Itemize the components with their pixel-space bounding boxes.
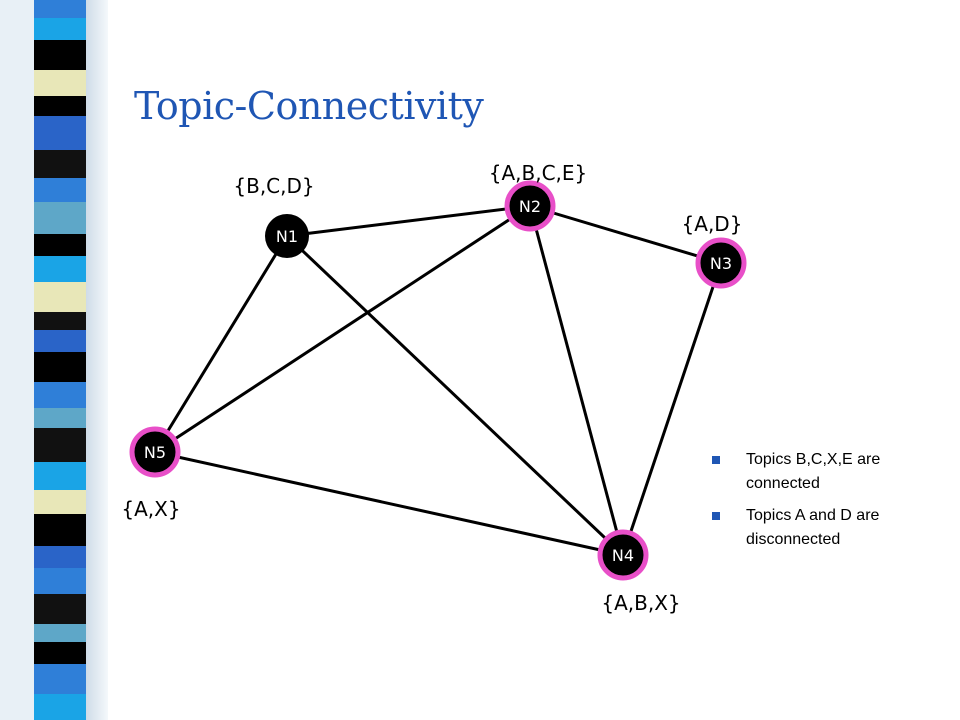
node-circle — [265, 214, 309, 258]
node-n1: N1 — [265, 214, 309, 258]
strip-band — [34, 546, 86, 568]
node-n2: N2 — [504, 180, 556, 232]
strip-band — [34, 234, 86, 256]
strip-band — [34, 0, 86, 18]
edge-n2-n5 — [154, 204, 531, 454]
strip-band — [34, 282, 86, 312]
bullet-item-connected: Topics B,C,X,E are connected — [712, 448, 947, 496]
strip-band — [34, 624, 86, 642]
strip-band — [34, 202, 86, 234]
decorative-strip — [0, 0, 108, 720]
topic-set-n2: {A,B,C,E} — [489, 161, 588, 185]
edge-n2-n4 — [528, 205, 625, 556]
strip-shadow — [86, 0, 108, 720]
strip-band — [34, 514, 86, 546]
edge-n1-n2 — [286, 204, 531, 238]
bullet-text: Topics A and D are disconnected — [746, 507, 880, 548]
strip-band — [34, 642, 86, 664]
strip-band — [34, 490, 86, 514]
bullet-list: Topics B,C,X,E are connected Topics A an… — [712, 448, 947, 560]
edge-n3-n4 — [621, 262, 723, 556]
node-label: N3 — [710, 254, 732, 273]
strip-band — [34, 428, 86, 462]
node-circle — [597, 529, 649, 581]
node-label: N4 — [612, 546, 634, 565]
strip-band — [34, 408, 86, 428]
square-bullet-icon — [712, 456, 720, 464]
strip-band — [34, 178, 86, 202]
node-n3: N3 — [695, 237, 747, 289]
strip-band — [34, 116, 86, 150]
node-label: N2 — [519, 197, 541, 216]
strip-band — [34, 382, 86, 408]
edge-n1-n4 — [285, 234, 625, 557]
strip-band — [34, 568, 86, 594]
node-circle — [504, 180, 556, 232]
strip-band — [34, 330, 86, 352]
slide-title: Topic-Connectivity — [134, 84, 484, 128]
edge-n1-n5 — [153, 235, 289, 453]
strip-band — [34, 150, 86, 178]
bullet-item-disconnected: Topics A and D are disconnected — [712, 504, 947, 552]
topic-set-n1: {B,C,D} — [233, 174, 314, 198]
node-circle — [695, 237, 747, 289]
square-bullet-icon — [712, 512, 720, 520]
strip-band — [34, 352, 86, 382]
node-circle — [129, 426, 181, 478]
topic-sets: {B,C,D} {A,B,C,E} {A,D} {A,B,X} {A,X} — [121, 161, 742, 615]
edge-n2-n3 — [529, 204, 722, 265]
strip-band — [34, 664, 86, 694]
topic-set-n4: {A,B,X} — [601, 591, 680, 615]
edge-n5-n4 — [154, 450, 624, 557]
strip-band — [34, 96, 86, 116]
edges — [153, 204, 723, 557]
strip-band — [34, 312, 86, 330]
node-label: N1 — [276, 227, 298, 246]
strip-band — [34, 594, 86, 624]
strip-band — [34, 40, 86, 70]
topic-set-n5: {A,X} — [121, 497, 180, 521]
node-n4: N4 — [597, 529, 649, 581]
node-n5: N5 — [129, 426, 181, 478]
strip-band — [34, 462, 86, 490]
strip-band — [34, 256, 86, 282]
topic-set-n3: {A,D} — [682, 212, 743, 236]
strip-band — [34, 18, 86, 40]
node-label: N5 — [144, 443, 166, 462]
strip-band — [34, 694, 86, 720]
strip-band — [34, 70, 86, 96]
bullet-text: Topics B,C,X,E are connected — [746, 451, 881, 492]
